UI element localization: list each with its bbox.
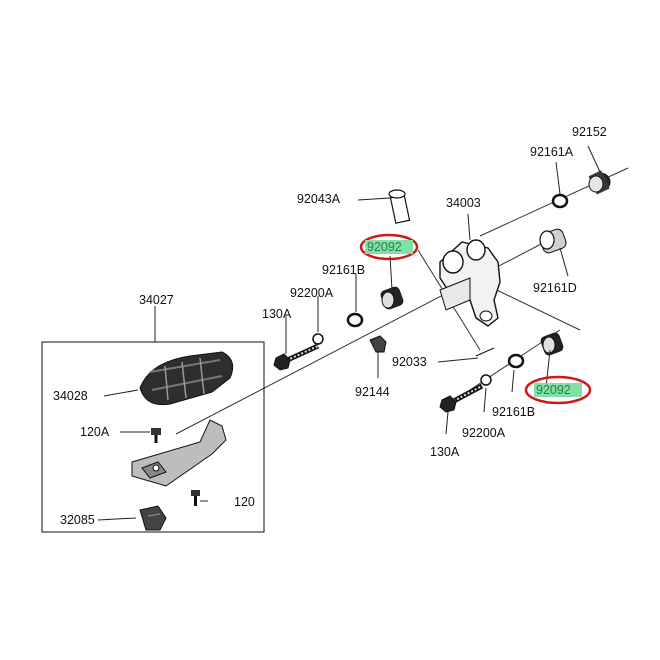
label-34003: 34003: [446, 196, 481, 210]
nut-32085: [139, 505, 167, 531]
label-92043A: 92043A: [297, 192, 341, 206]
bushing-92092-bottom: [540, 332, 564, 356]
label-92152: 92152: [572, 125, 607, 139]
label-34028: 34028: [53, 389, 88, 403]
label-92161B-bottom: 92161B: [492, 405, 535, 419]
bushing-92092-top: [380, 286, 404, 310]
bolt-130A-bottom: [439, 383, 484, 413]
label-92161A: 92161A: [530, 145, 574, 159]
washer-92161B-bottom: [507, 353, 525, 369]
label-92092-top: 92092: [367, 240, 402, 254]
screw-120A: [151, 428, 161, 443]
washer-92200A-top: [312, 333, 324, 345]
leader-lines: [97, 145, 601, 521]
highlight-ring-92092-bottom: [524, 375, 592, 405]
bushing-92161D: [539, 228, 567, 254]
washer-92161B-top: [346, 312, 364, 328]
label-92161D: 92161D: [533, 281, 577, 295]
footpeg-rubber-34028: [139, 351, 234, 406]
label-92092-bottom: 92092: [536, 383, 571, 397]
assembly-box-34027: [41, 341, 265, 533]
label-120: 120: [234, 495, 255, 509]
label-130A-top: 130A: [262, 307, 292, 321]
washer-92161A: [551, 193, 569, 209]
label-130A-bottom: 130A: [430, 445, 460, 459]
screw-120: [191, 490, 200, 506]
washer-92200A-bottom: [480, 374, 492, 386]
highlight-ring-92092-top: [359, 233, 419, 261]
bushing-92152: [588, 170, 611, 195]
label-92144: 92144: [355, 385, 390, 399]
spring-92033: [475, 347, 495, 357]
bracket-34003: [439, 239, 501, 327]
label-32085: 32085: [60, 513, 95, 527]
label-120A: 120A: [80, 425, 110, 439]
highlight-fill-92092-top: [365, 240, 413, 254]
clip-92144: [369, 335, 387, 353]
pin-92043A: [388, 189, 411, 224]
label-34027: 34027: [139, 293, 174, 307]
label-92033: 92033: [392, 355, 427, 369]
highlight-fill-92092-bottom: [534, 383, 582, 397]
label-92200A-bottom: 92200A: [462, 426, 506, 440]
footpeg-bracket: [131, 419, 227, 487]
label-92200A-top: 92200A: [290, 286, 334, 300]
bolt-130A-top: [273, 343, 320, 371]
label-92161B-top: 92161B: [322, 263, 365, 277]
